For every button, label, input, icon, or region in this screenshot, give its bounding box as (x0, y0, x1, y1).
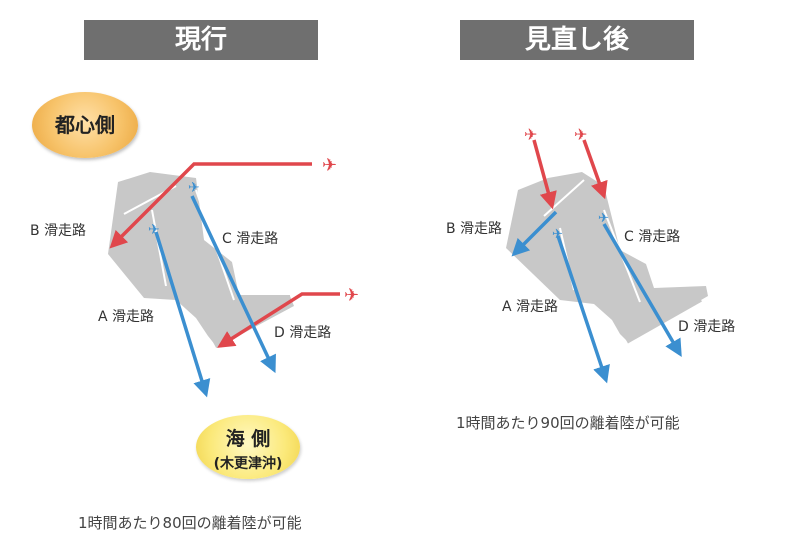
runway-a-label-revised: A 滑走路 (502, 299, 559, 315)
caption-current: 1時間あたり80回の離着陸が可能 (78, 514, 302, 532)
arrival-route-revised-1 (532, 139, 557, 210)
plane-icon: ✈ (552, 227, 563, 242)
plane-icon: ✈ (344, 285, 359, 306)
arrival-route-d (217, 292, 340, 348)
departure-route-revised-c (602, 223, 682, 358)
header-revised: 見直し後 (460, 20, 694, 60)
departure-route-revised-a (556, 235, 610, 384)
runway-c-label: C 滑走路 (222, 231, 279, 247)
plane-icon: ✈ (574, 125, 587, 144)
runway-b-label: B 滑走路 (30, 223, 87, 239)
plane-icon: ✈ (148, 222, 160, 238)
arrival-route-revised-2 (582, 139, 608, 200)
runway-a-label: A 滑走路 (98, 309, 155, 325)
caption-revised: 1時間あたり90回の離着陸が可能 (456, 414, 680, 432)
runway-c-label-revised: C 滑走路 (624, 229, 681, 245)
runway-b-label-revised: B 滑走路 (446, 221, 503, 237)
runway-d-label: D 滑走路 (274, 325, 332, 341)
sea-side-label: 海 側 (225, 428, 271, 450)
arrival-route-b (109, 162, 312, 249)
departure-route-c (190, 195, 276, 374)
plane-icon: ✈ (322, 155, 337, 176)
city-side-badge: 都心側 (32, 92, 138, 158)
departure-route-a (154, 231, 211, 398)
departure-route-revised-b (511, 210, 558, 257)
header-current: 現行 (84, 20, 318, 60)
sea-side-badge: 海 側 (木更津沖) (196, 415, 300, 479)
airport-revised (506, 172, 708, 344)
plane-icon: ✈ (524, 125, 537, 144)
sea-side-sublabel: (木更津沖) (213, 456, 283, 472)
plane-icon: ✈ (598, 211, 609, 226)
runway-d-label-revised: D 滑走路 (678, 319, 736, 335)
plane-icon: ✈ (188, 180, 200, 196)
